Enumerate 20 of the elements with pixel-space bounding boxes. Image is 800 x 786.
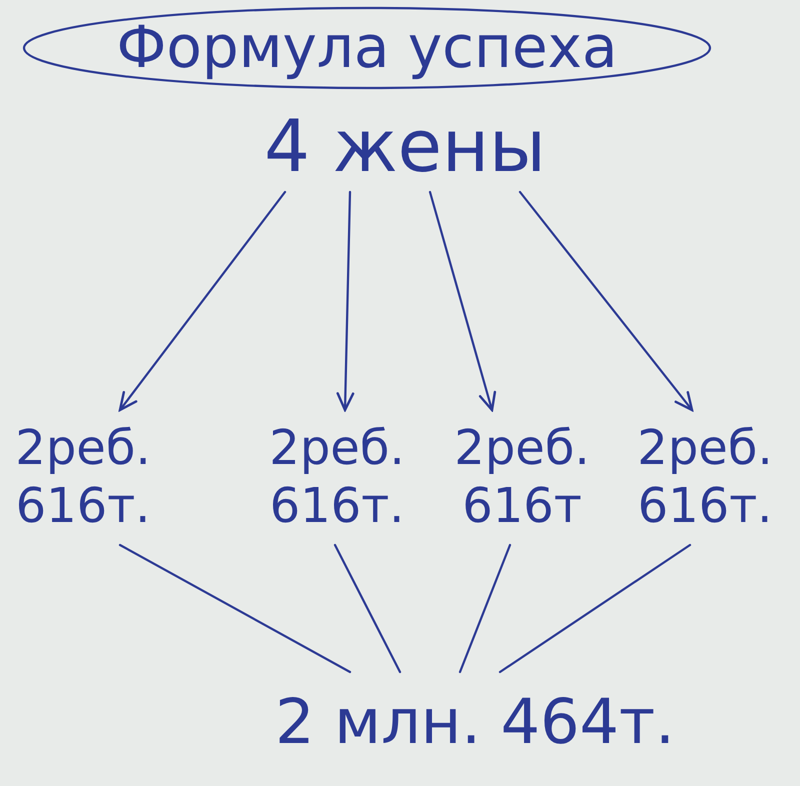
handwritten-label: 2реб. [637, 420, 773, 478]
handwritten-label: 616т. [16, 478, 150, 536]
handwritten-label: 616т. [270, 478, 404, 536]
arrow [118, 190, 286, 412]
arrow [336, 190, 354, 412]
connector-line [458, 544, 512, 674]
handwritten-label: 2реб. [454, 420, 590, 478]
handwritten-label: 616т [462, 478, 582, 536]
handwritten-label: 2 млн. 464т. [275, 684, 675, 760]
handwritten-label: 616т. [638, 478, 772, 536]
arrow [518, 190, 694, 412]
handwritten-label: 2реб. [269, 420, 405, 478]
handwritten-label: 4 жены [264, 102, 546, 190]
connector-line [498, 544, 692, 674]
connector-line [118, 544, 352, 674]
title-oval [22, 6, 712, 90]
connector-line [334, 544, 402, 674]
handwritten-label: 2реб. [15, 420, 151, 478]
arrow [428, 190, 496, 412]
handwritten-label: Формула успеха [116, 13, 618, 83]
